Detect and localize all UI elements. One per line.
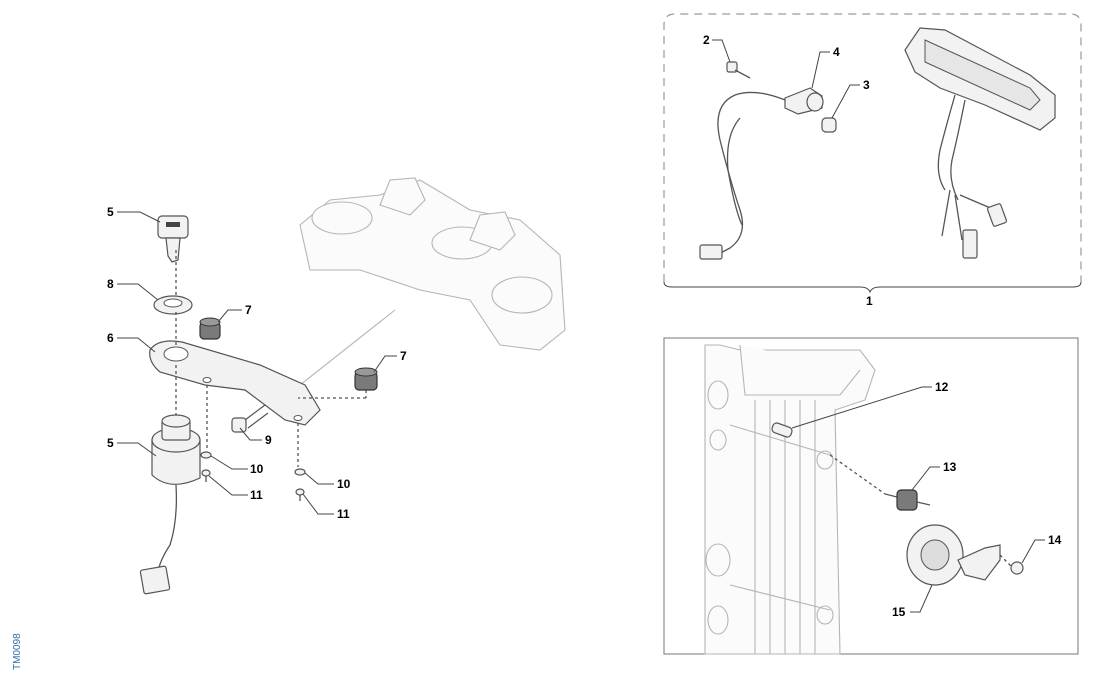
callout-7-right: 7	[400, 349, 407, 363]
ring-nut	[153, 295, 193, 315]
callout-8: 8	[107, 277, 114, 291]
ignition-key	[157, 215, 189, 263]
top-yoke-ghost	[299, 177, 566, 386]
washer-left	[200, 451, 212, 459]
callout-14: 14	[1048, 533, 1062, 547]
document-code: TM0098	[12, 633, 23, 670]
callout-1: 1	[866, 294, 873, 308]
callout-2: 2	[703, 33, 710, 47]
callout-6: 6	[107, 331, 114, 345]
callout-15: 15	[892, 605, 906, 619]
callout-5-switch: 5	[107, 436, 114, 450]
screw-left	[201, 469, 211, 482]
callout-9: 9	[265, 433, 272, 447]
sensor-bolt	[726, 61, 751, 79]
callout-12: 12	[935, 380, 949, 394]
callout-11-left: 11	[250, 488, 263, 502]
callout-5-key: 5	[107, 205, 114, 219]
ignition-switch	[139, 414, 201, 595]
bolt	[231, 404, 269, 433]
callout-7-left: 7	[245, 303, 252, 317]
horn-screw	[1010, 561, 1024, 575]
horn-detail-frame	[663, 337, 1079, 655]
switch-bracket	[149, 340, 321, 426]
horn	[906, 524, 1001, 586]
spacer	[821, 117, 837, 133]
mounting-pin	[771, 422, 793, 438]
screw-right	[295, 488, 305, 501]
radiator	[704, 344, 876, 655]
callout-4: 4	[833, 45, 840, 59]
rubber-grommet-right	[354, 367, 378, 391]
callout-10-right: 10	[337, 477, 351, 491]
callout-10-left: 10	[250, 462, 264, 476]
speed-sensor	[699, 87, 824, 260]
instrument-display	[904, 27, 1056, 259]
rubber-grommet-left	[199, 317, 221, 340]
anti-vibration-mount	[884, 489, 931, 511]
washer-right	[294, 468, 306, 476]
callout-3: 3	[863, 78, 870, 92]
callout-11-right: 11	[337, 507, 350, 521]
callout-13: 13	[943, 460, 957, 474]
instrument-kit-box	[663, 13, 1082, 294]
